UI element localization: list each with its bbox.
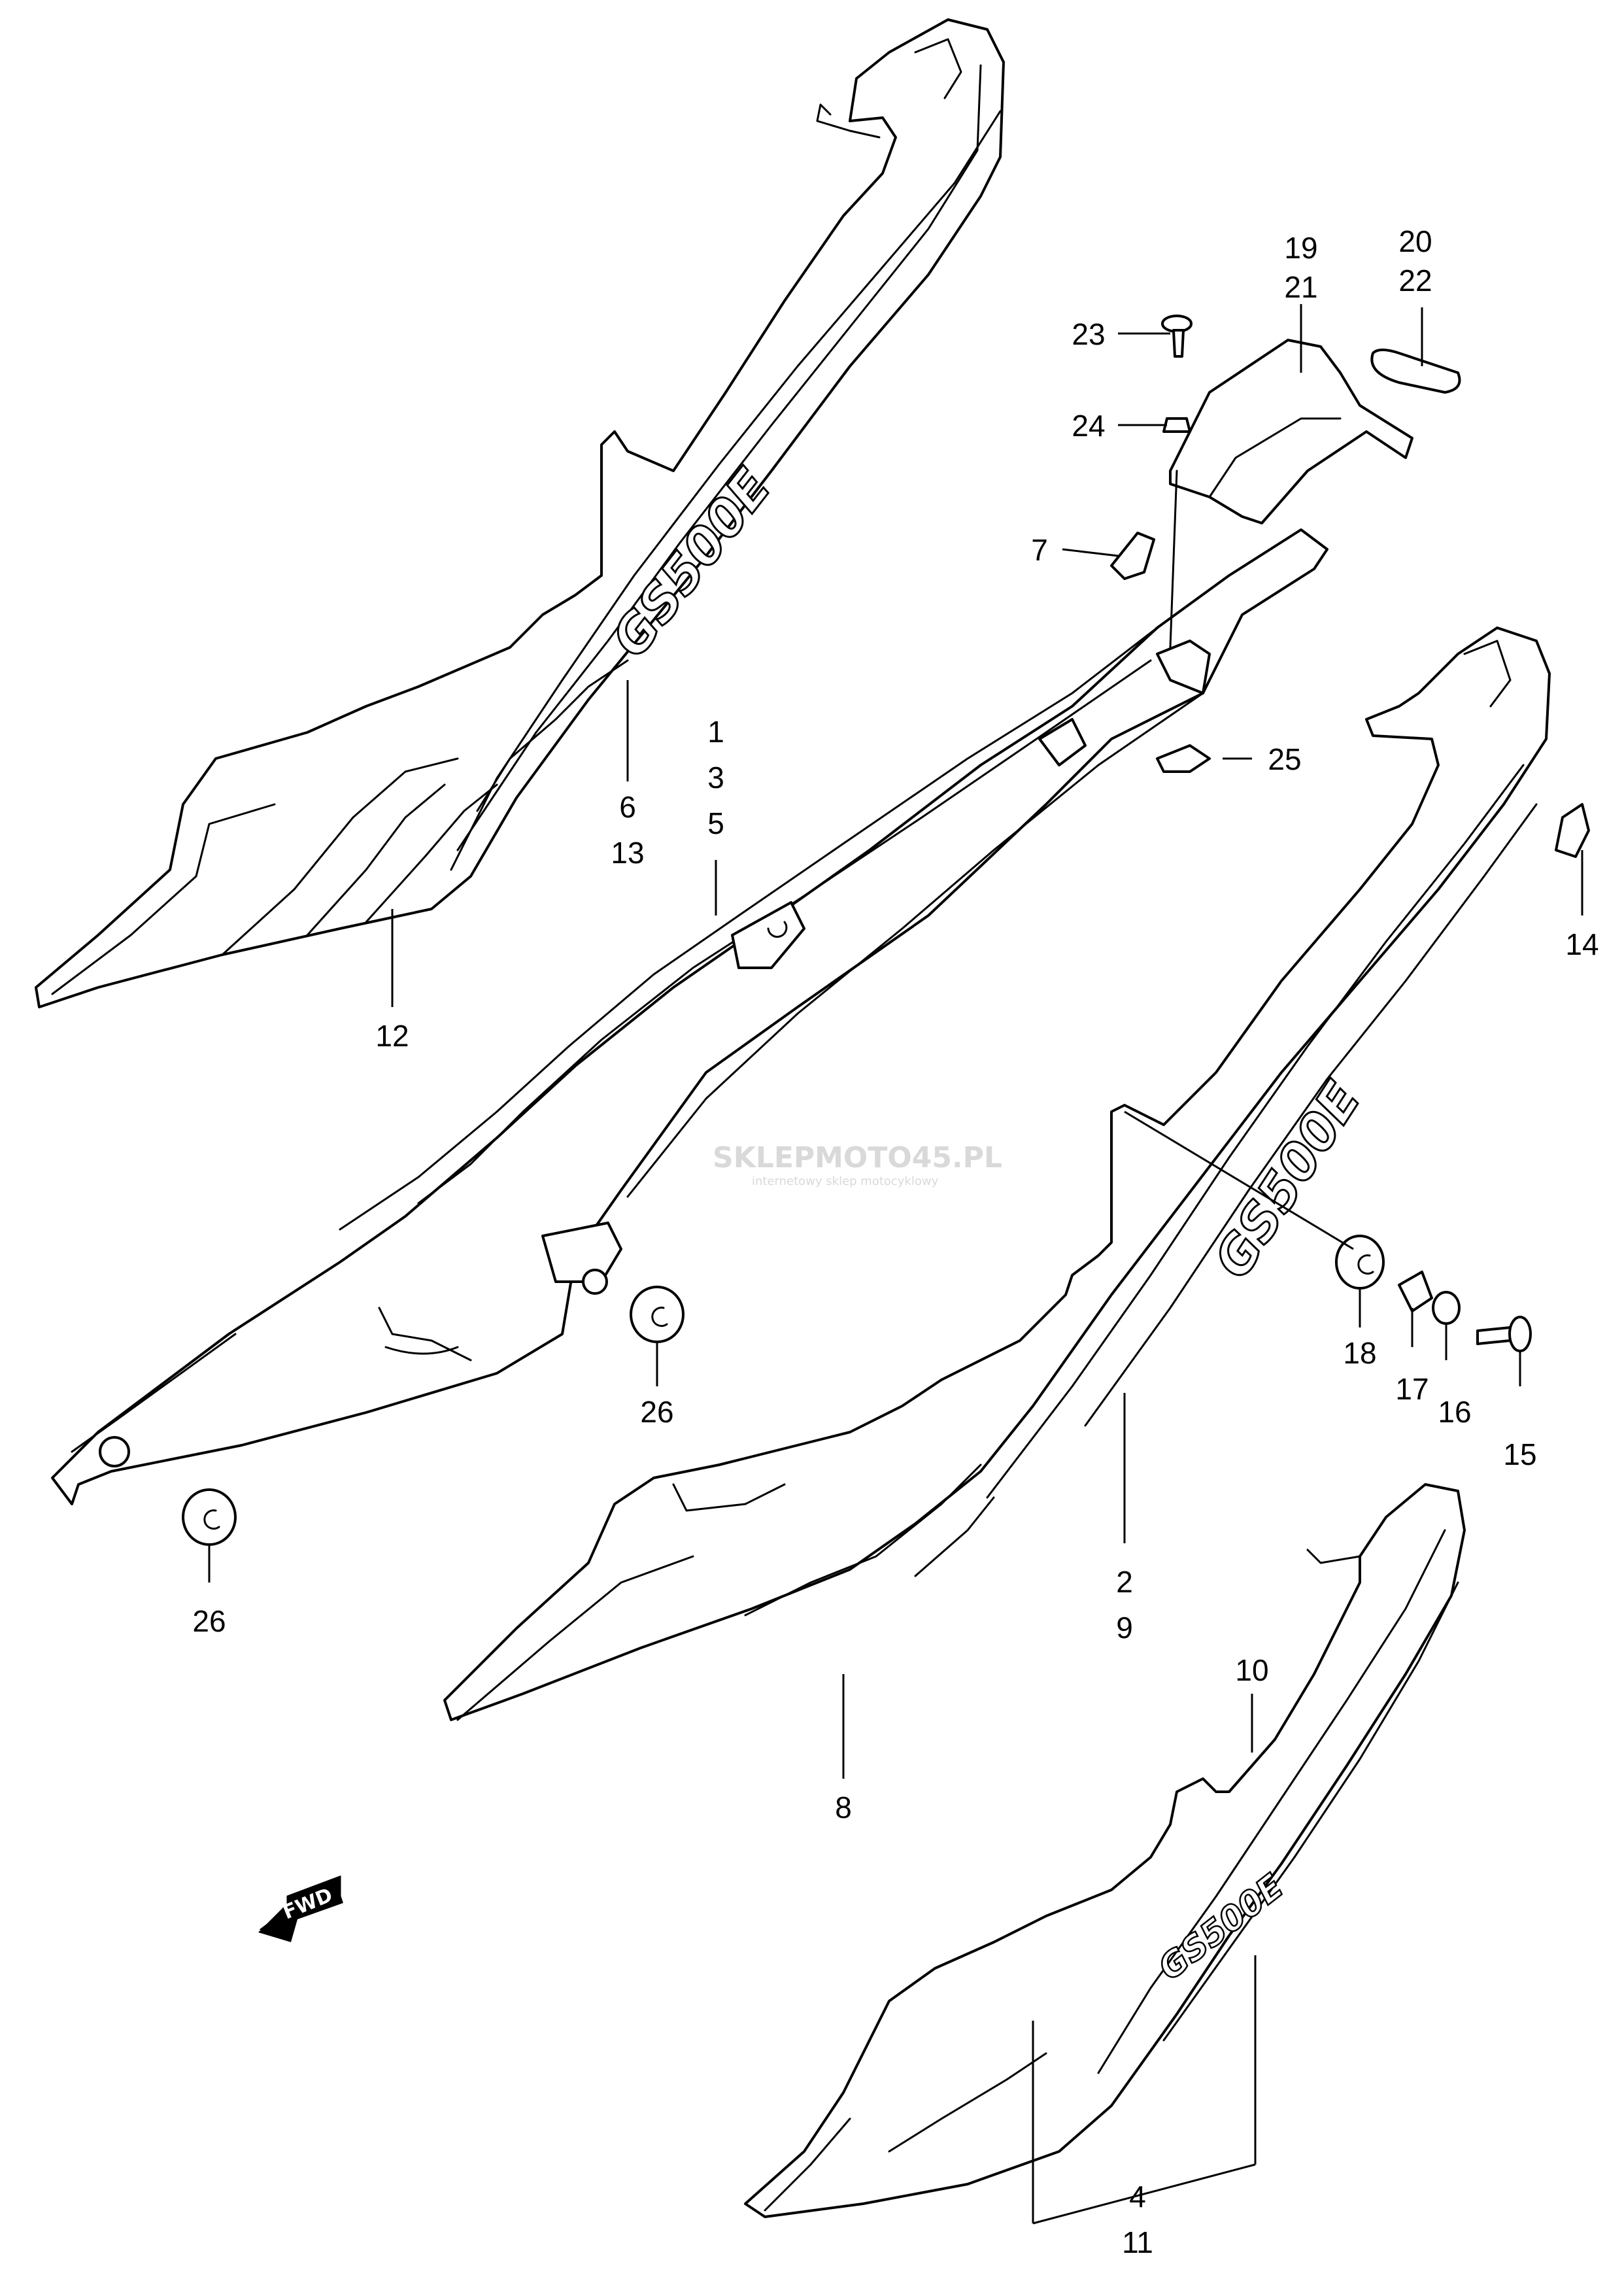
callout-15: 15 — [1503, 1437, 1536, 1471]
part-16-washer — [1432, 1291, 1461, 1325]
part-7-clip — [1110, 532, 1155, 580]
callout-5: 5 — [707, 806, 724, 840]
callout-16: 16 — [1438, 1395, 1471, 1429]
part-19-rear-cover — [1156, 339, 1413, 694]
part-25-nut — [1156, 744, 1211, 773]
callout-25: 25 — [1268, 742, 1301, 776]
callout-18: 18 — [1343, 1336, 1376, 1370]
part-1-tail-cover — [51, 528, 1328, 1505]
callout-2: 2 — [1116, 1565, 1133, 1599]
callout-8: 8 — [835, 1790, 852, 1824]
part-26-grommet-a — [630, 1286, 685, 1343]
callout-4: 4 — [1129, 2180, 1146, 2214]
callout-7: 7 — [1031, 533, 1048, 567]
part-10-lower-frame-cover: GS500E — [744, 1483, 1466, 2218]
part-20-trim-strip — [1370, 349, 1461, 394]
callout-21: 21 — [1284, 270, 1317, 304]
callout-19: 19 — [1284, 231, 1317, 265]
part-23-screw — [1161, 315, 1193, 358]
part-14-bracket — [1555, 803, 1590, 858]
callout-24: 24 — [1072, 409, 1105, 443]
callout-26-a: 26 — [640, 1395, 673, 1429]
leader-lines — [208, 304, 1583, 2225]
watermark-subtitle: internetowy sklep motocyklowy — [752, 1174, 939, 1188]
part-24-nut — [1162, 417, 1191, 433]
callout-23: 23 — [1072, 317, 1105, 351]
callout-11: 11 — [1122, 2225, 1153, 2259]
callout-12: 12 — [375, 1019, 409, 1053]
part-15-bolt — [1476, 1316, 1532, 1352]
callout-20: 20 — [1398, 224, 1432, 258]
callout-6: 6 — [619, 790, 636, 824]
callout-26-b: 26 — [192, 1604, 226, 1638]
assembly-line-hardware — [1124, 1110, 1354, 1250]
watermark: SKLEPMOTO45.PL internetowy sklep motocyk… — [713, 1141, 1002, 1188]
callout-14: 14 — [1565, 927, 1599, 961]
part-26-grommet-b — [182, 1488, 237, 1546]
callout-1: 1 — [707, 715, 724, 749]
callout-9: 9 — [1116, 1611, 1133, 1645]
callouts: 1 3 5 6 13 12 19 21 20 22 23 24 7 25 14 … — [192, 224, 1599, 2259]
callout-17: 17 — [1395, 1372, 1429, 1406]
callout-22: 22 — [1398, 264, 1432, 298]
watermark-title: SKLEPMOTO45.PL — [713, 1141, 1002, 1174]
part-17-collar — [1398, 1271, 1433, 1312]
callout-10: 10 — [1235, 1653, 1268, 1687]
fwd-arrow-icon: FWD — [258, 1875, 343, 1942]
callout-13: 13 — [611, 836, 644, 870]
callout-3: 3 — [707, 761, 724, 795]
